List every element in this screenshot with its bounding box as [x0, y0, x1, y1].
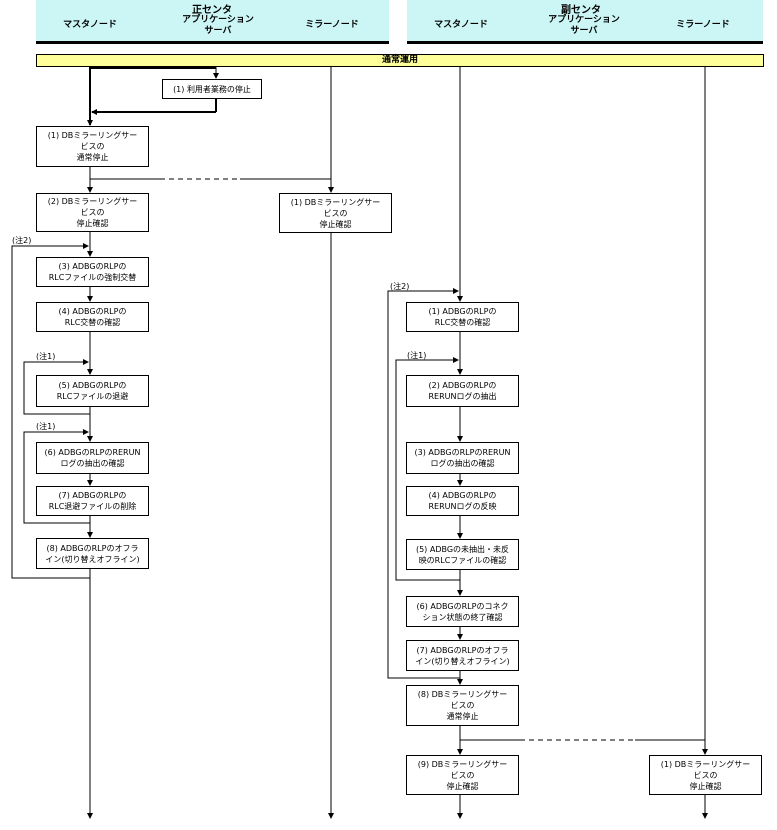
normal-operation-banner: 通常運用	[36, 54, 764, 67]
primary-app-stop-user-business: (1) 利用者業務の停止	[162, 79, 262, 99]
secondary-step-4-rerun-log-apply: (4) ADBGのRLPの RERUNログの反映	[406, 486, 519, 516]
secondary-mirror-label: ミラーノード	[676, 20, 730, 30]
secondary-mirror-step-1-stop-confirm: (1) DBミラーリングサー ビスの 停止確認	[649, 755, 762, 795]
primary-step-5-rlc-file-save: (5) ADBGのRLPの RLCファイルの退避	[36, 375, 149, 407]
secondary-step-1-rlc-switch-confirm: (1) ADBGのRLPの RLC交替の確認	[406, 302, 519, 332]
primary-step-7-rlc-saved-file-delete: (7) ADBGのRLPの RLC退避ファイルの削除	[36, 486, 149, 516]
secondary-master-label: マスタノード	[434, 20, 488, 30]
primary-mirror-label: ミラーノード	[305, 20, 359, 30]
primary-note1-b: (注1)	[36, 422, 56, 431]
secondary-step-3-rerun-log-extract-confirm: (3) ADBGのRLPのRERUN ログの抽出の確認	[406, 442, 519, 474]
primary-step-3-rlc-force-switch: (3) ADBGのRLPの RLCファイルの強制交替	[36, 257, 149, 287]
primary-step-2-mirroring-stop-confirm: (2) DBミラーリングサー ビスの 停止確認	[36, 193, 149, 232]
secondary-note1: (注1)	[407, 351, 427, 360]
primary-app-server-label: アプリケーション サーバ	[182, 15, 254, 36]
secondary-step-8-mirroring-stop: (8) DBミラーリングサー ビスの 通常停止	[406, 685, 519, 726]
secondary-step-2-rerun-log-extract: (2) ADBGのRLPの RERUNログの抽出	[406, 375, 519, 407]
secondary-note2: (注2)	[390, 282, 410, 291]
secondary-header-rule	[407, 41, 763, 44]
primary-step-6-rerun-log-extract-confirm: (6) ADBGのRLPのRERUN ログの抽出の確認	[36, 442, 149, 474]
secondary-step-9-mirroring-stop-confirm: (9) DBミラーリングサー ビスの 停止確認	[406, 755, 519, 795]
secondary-step-7-rlp-offline: (7) ADBGのRLPのオフラ イン(切り替えオフライン)	[406, 640, 519, 671]
primary-step-1-mirroring-stop: (1) DBミラーリングサー ビスの 通常停止	[36, 126, 149, 167]
secondary-center-header	[407, 0, 763, 41]
primary-center-title: 正センタ	[192, 5, 232, 16]
secondary-app-server-label: アプリケーション サーバ	[548, 15, 620, 36]
secondary-step-6-connection-end-confirm: (6) ADBGのRLPのコネク ション状態の終了確認	[406, 596, 519, 627]
secondary-center-title: 副センタ	[561, 5, 601, 16]
primary-note1-a: (注1)	[36, 352, 56, 361]
primary-note2: (注2)	[12, 236, 32, 245]
primary-mirror-step-1-stop-confirm: (1) DBミラーリングサー ビスの 停止確認	[279, 193, 392, 233]
primary-center-header	[36, 0, 389, 41]
primary-master-label: マスタノード	[63, 20, 117, 30]
primary-header-rule	[36, 41, 389, 44]
primary-step-8-rlp-offline: (8) ADBGのRLPのオフラ イン(切り替えオフライン)	[36, 538, 149, 569]
primary-step-4-rlc-switch-confirm: (4) ADBGのRLPの RLC交替の確認	[36, 302, 149, 332]
secondary-step-5-unprocessed-rlc-confirm: (5) ADBGの未抽出・未反 映のRLCファイルの確認	[406, 539, 519, 570]
